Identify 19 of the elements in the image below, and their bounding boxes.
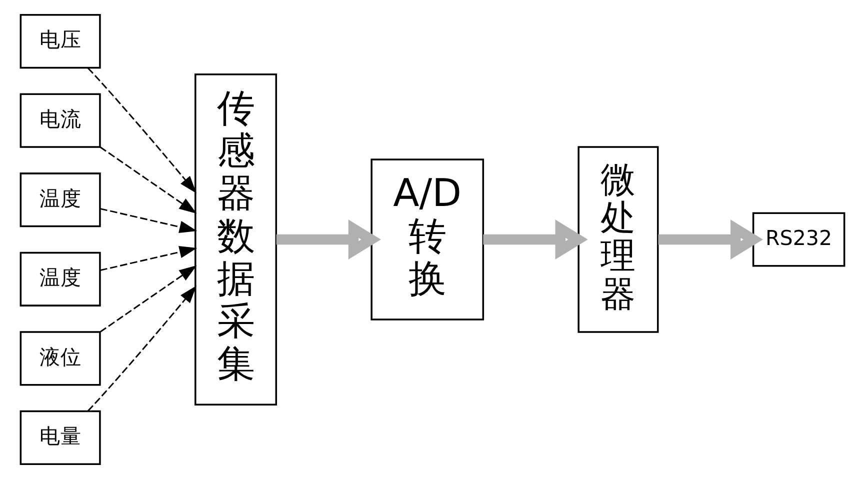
arrow — [99, 207, 197, 233]
arrow — [86, 285, 196, 412]
node-box: A/D转换 — [370, 158, 484, 320]
node-box: 传感器数据采集 — [194, 72, 277, 406]
node-box: 温度 — [19, 172, 100, 227]
node-box: 液位 — [19, 330, 100, 386]
node-box: RS232 — [752, 212, 845, 266]
node-box: 温度 — [19, 251, 100, 306]
node-box: 电压 — [19, 14, 100, 68]
node-box: 微处理器 — [577, 146, 658, 332]
arrow — [99, 245, 197, 271]
arrow — [99, 146, 196, 214]
arrow — [658, 219, 763, 259]
node-box: 电量 — [19, 410, 100, 464]
arrow — [482, 219, 588, 259]
arrow — [99, 264, 196, 332]
node-box: 电流 — [19, 92, 100, 148]
arrow — [86, 66, 196, 193]
arrow — [276, 219, 380, 259]
